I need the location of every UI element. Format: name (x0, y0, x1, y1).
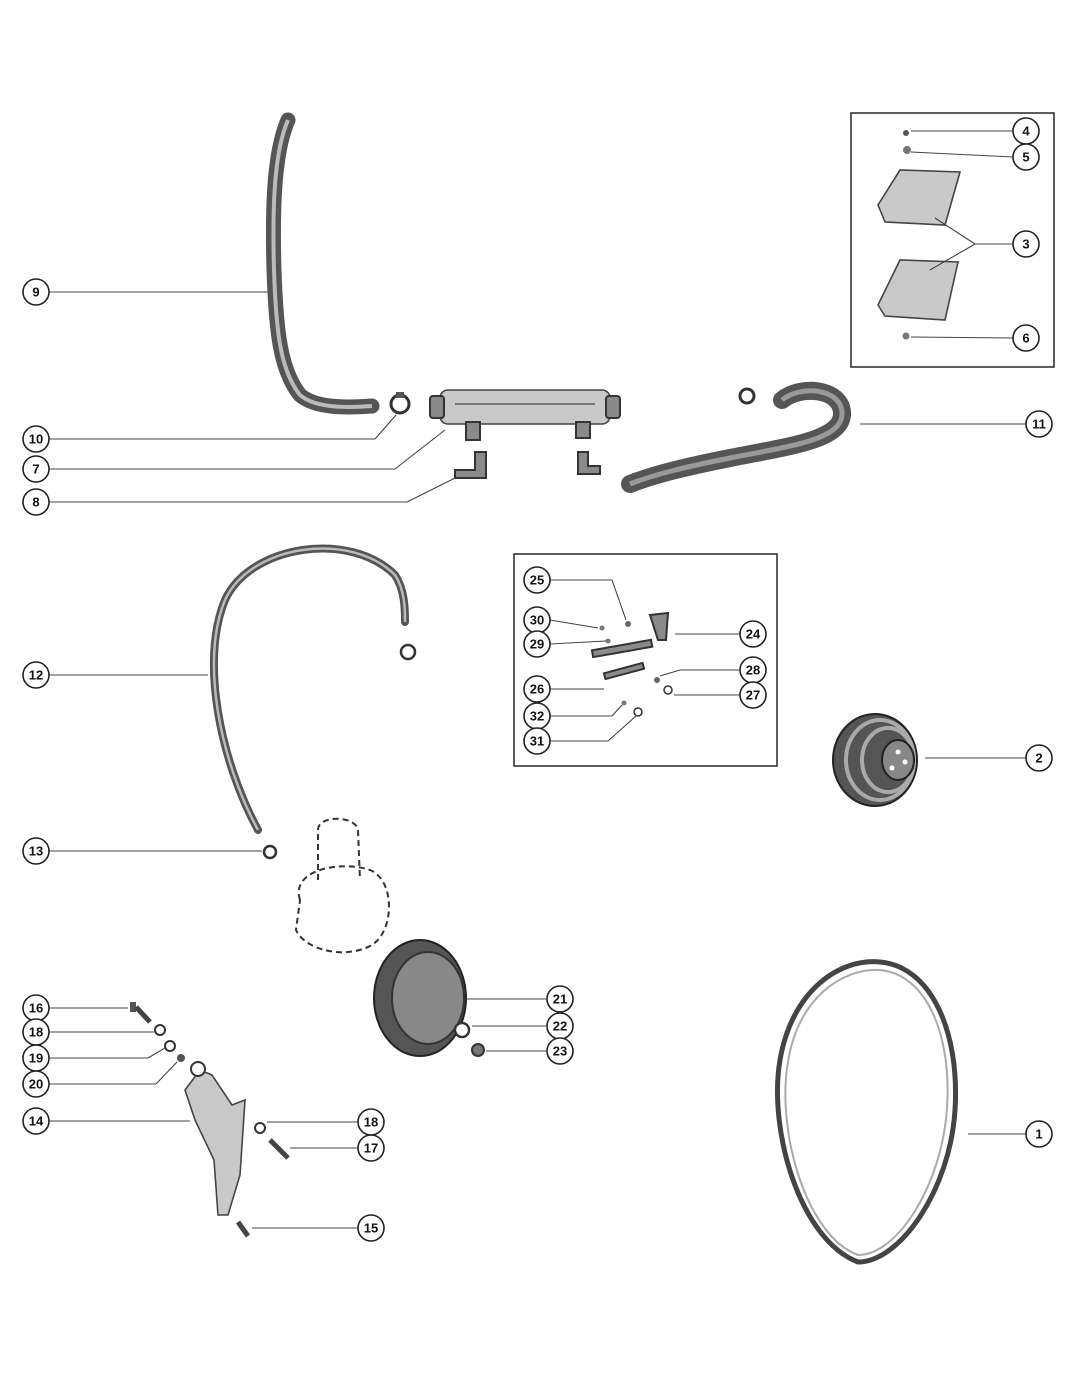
svg-text:21: 21 (553, 992, 567, 1007)
pulley-2 (832, 713, 918, 807)
clamp-13 (262, 844, 278, 860)
pulley-21 (373, 939, 485, 1057)
callout-20: 20 (22, 1070, 50, 1098)
callout-10: 10 (22, 425, 50, 453)
callout-23: 23 (546, 1037, 574, 1065)
callout-32: 32 (523, 702, 551, 730)
svg-text:32: 32 (530, 709, 544, 724)
hose-12 (209, 544, 417, 834)
svg-text:13: 13 (29, 844, 43, 859)
callout-16: 16 (22, 994, 50, 1022)
svg-text:2: 2 (1035, 751, 1042, 766)
callout-13: 13 (22, 837, 50, 865)
svg-text:3: 3 (1022, 237, 1029, 252)
callout-18a: 18 (22, 1018, 50, 1046)
svg-text:14: 14 (29, 1114, 44, 1129)
bolt-17 (268, 1138, 290, 1160)
svg-text:18: 18 (29, 1025, 43, 1040)
callout-24: 24 (739, 620, 767, 648)
callout-7: 7 (22, 455, 50, 483)
callout-15: 15 (357, 1214, 385, 1242)
svg-text:24: 24 (746, 627, 761, 642)
elbow-fitting-8 (454, 451, 601, 479)
hose-9 (265, 112, 380, 415)
washer-18a (154, 1024, 166, 1036)
pump-phantom (294, 817, 390, 954)
drive-belt-1 (775, 959, 959, 1265)
svg-text:16: 16 (29, 1001, 43, 1016)
svg-text:1: 1 (1035, 1127, 1042, 1142)
svg-text:29: 29 (530, 637, 544, 652)
hose-9-highlight (271, 119, 373, 409)
svg-text:28: 28 (746, 663, 760, 678)
svg-text:27: 27 (746, 688, 760, 703)
svg-text:15: 15 (364, 1221, 378, 1236)
callout-29: 29 (523, 630, 551, 658)
bolt-15 (235, 1220, 251, 1238)
callout-12: 12 (22, 661, 50, 689)
svg-text:8: 8 (32, 495, 39, 510)
svg-text:17: 17 (364, 1141, 378, 1156)
screw-4 (903, 130, 909, 136)
svg-text:25: 25 (530, 573, 544, 588)
idler-bracket-14 (184, 1061, 246, 1216)
callout-19: 19 (22, 1044, 50, 1072)
leader-lines (49, 130, 1026, 1229)
callout-25: 25 (523, 566, 551, 594)
svg-text:11: 11 (1032, 417, 1046, 432)
svg-text:7: 7 (32, 462, 39, 477)
callout-30: 30 (523, 606, 551, 634)
nut-5 (903, 146, 911, 154)
nut-6 (902, 332, 910, 340)
callout-21: 21 (546, 985, 574, 1013)
bracket-inset-box (850, 112, 1055, 368)
svg-text:18: 18 (364, 1115, 378, 1130)
callout-6: 6 (1012, 324, 1040, 352)
callout-3: 3 (1012, 230, 1040, 258)
svg-text:30: 30 (530, 613, 544, 628)
callout-22: 22 (546, 1012, 574, 1040)
bracket-3 (877, 169, 962, 321)
callout-1: 1 (1025, 1120, 1053, 1148)
svg-text:26: 26 (530, 682, 544, 697)
callout-5: 5 (1012, 143, 1040, 171)
svg-text:22: 22 (553, 1019, 567, 1034)
linkage-inset-box (513, 553, 778, 767)
hose-clamp-10 (389, 392, 411, 415)
svg-text:10: 10 (29, 432, 43, 447)
nut-20 (177, 1054, 185, 1062)
washer-19 (164, 1040, 176, 1052)
callout-18b: 18 (357, 1108, 385, 1136)
callout-14: 14 (22, 1107, 50, 1135)
callout-8: 8 (22, 488, 50, 516)
svg-text:6: 6 (1022, 331, 1029, 346)
callout-17: 17 (357, 1134, 385, 1162)
hose-11 (621, 381, 851, 493)
svg-text:12: 12 (29, 668, 43, 683)
callout-4: 4 (1012, 117, 1040, 145)
callout-11: 11 (1025, 410, 1053, 438)
callout-28: 28 (739, 656, 767, 684)
svg-text:31: 31 (530, 734, 544, 749)
callout-31: 31 (523, 727, 551, 755)
svg-text:23: 23 (553, 1044, 567, 1059)
svg-text:5: 5 (1022, 150, 1029, 165)
svg-text:4: 4 (1022, 124, 1030, 139)
callout-26: 26 (523, 675, 551, 703)
svg-text:19: 19 (29, 1051, 43, 1066)
callout-2: 2 (1025, 744, 1053, 772)
oil-cooler-7 (429, 389, 621, 441)
bolt-16 (130, 1002, 152, 1024)
svg-text:9: 9 (32, 285, 39, 300)
callout-27: 27 (739, 681, 767, 709)
svg-text:20: 20 (29, 1077, 43, 1092)
washer-18b (254, 1122, 266, 1134)
callout-9: 9 (22, 278, 50, 306)
linkage-parts (590, 611, 673, 717)
